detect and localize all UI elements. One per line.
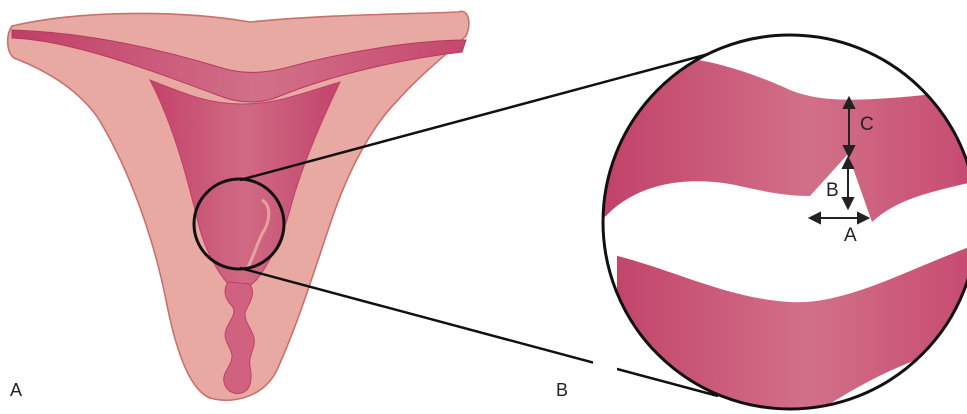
panel-b-label: B <box>556 380 568 400</box>
cervical-canal <box>224 282 255 394</box>
uterus-overview <box>8 11 469 400</box>
measure-b-label: B <box>826 180 839 201</box>
crop-mask <box>593 242 617 412</box>
panel-a-label: A <box>10 380 22 400</box>
measure-a-label: A <box>844 225 857 246</box>
magnified-detail: C B A <box>590 30 967 414</box>
measure-c-label: C <box>860 114 874 135</box>
